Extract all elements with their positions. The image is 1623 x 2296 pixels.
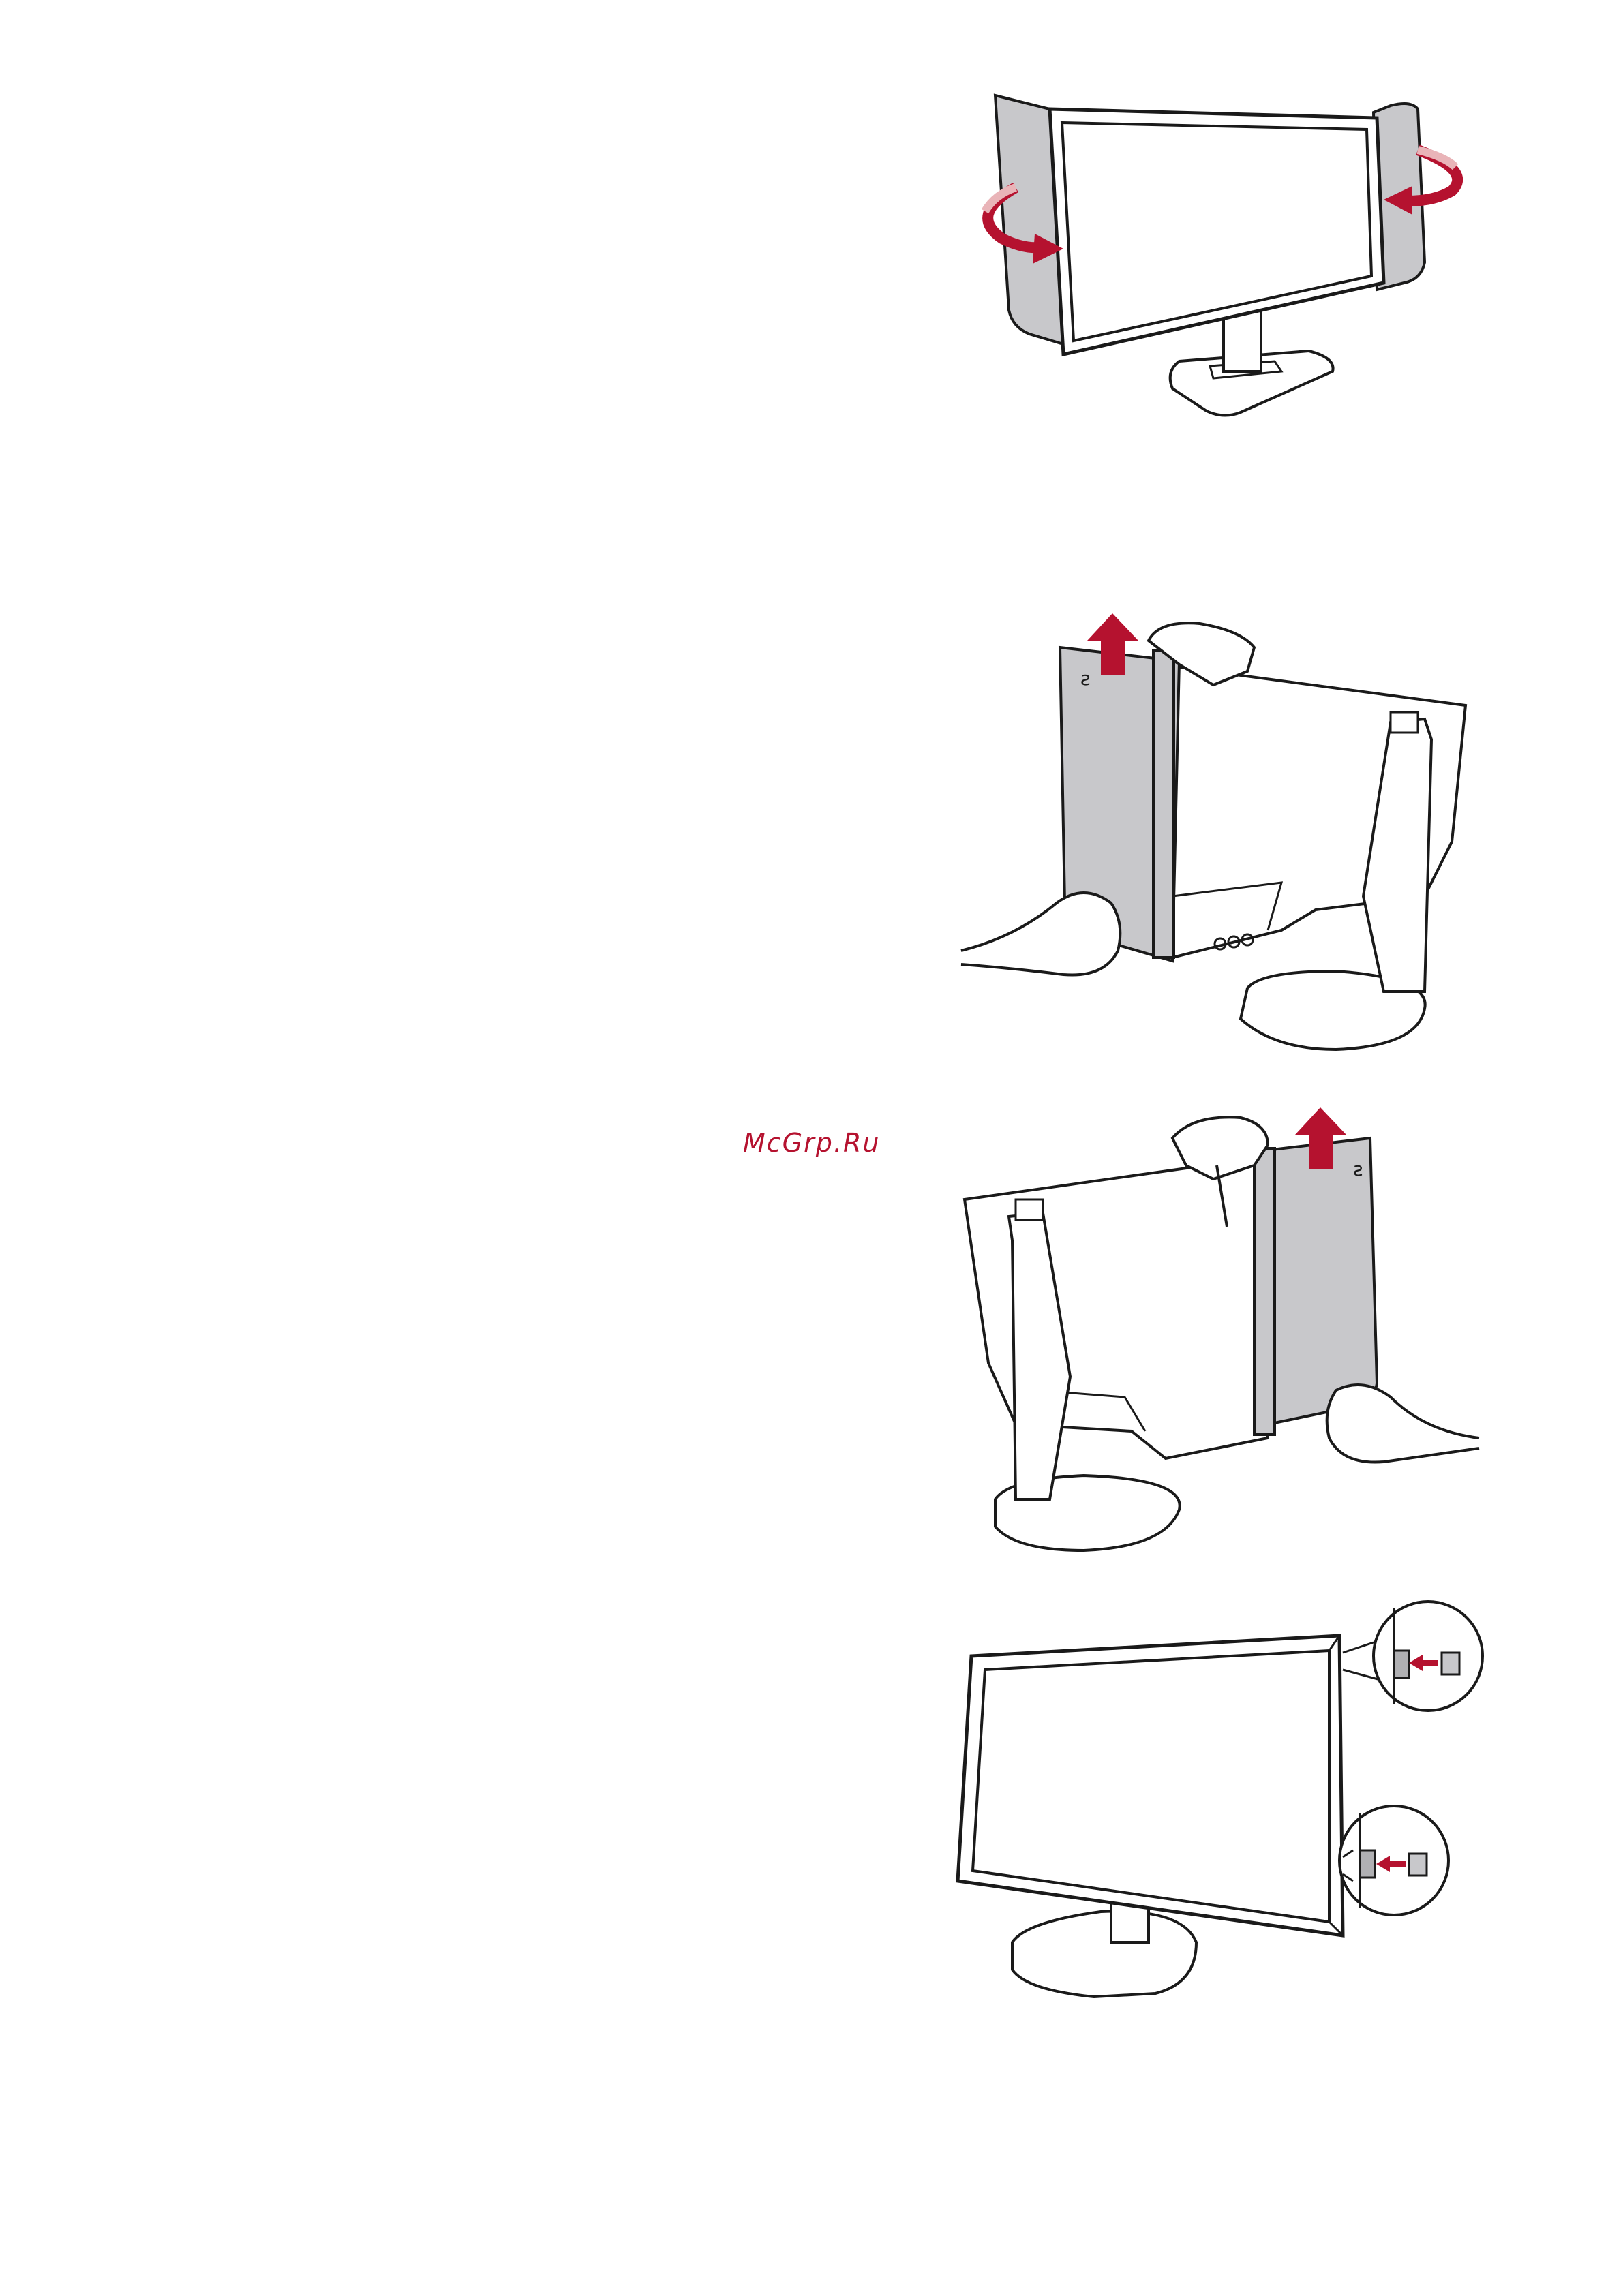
- hood-fold-illustration: [954, 85, 1486, 433]
- remove-right-shield-illustration: ƨ: [954, 1104, 1486, 1554]
- svg-text:ƨ: ƨ: [1080, 667, 1091, 690]
- attach-caps-illustration: [951, 1588, 1489, 2010]
- watermark: McGrp.Ru: [743, 1128, 880, 1158]
- remove-left-shield-illustration: ƨ: [954, 610, 1486, 1053]
- svg-text:ƨ: ƨ: [1353, 1158, 1363, 1180]
